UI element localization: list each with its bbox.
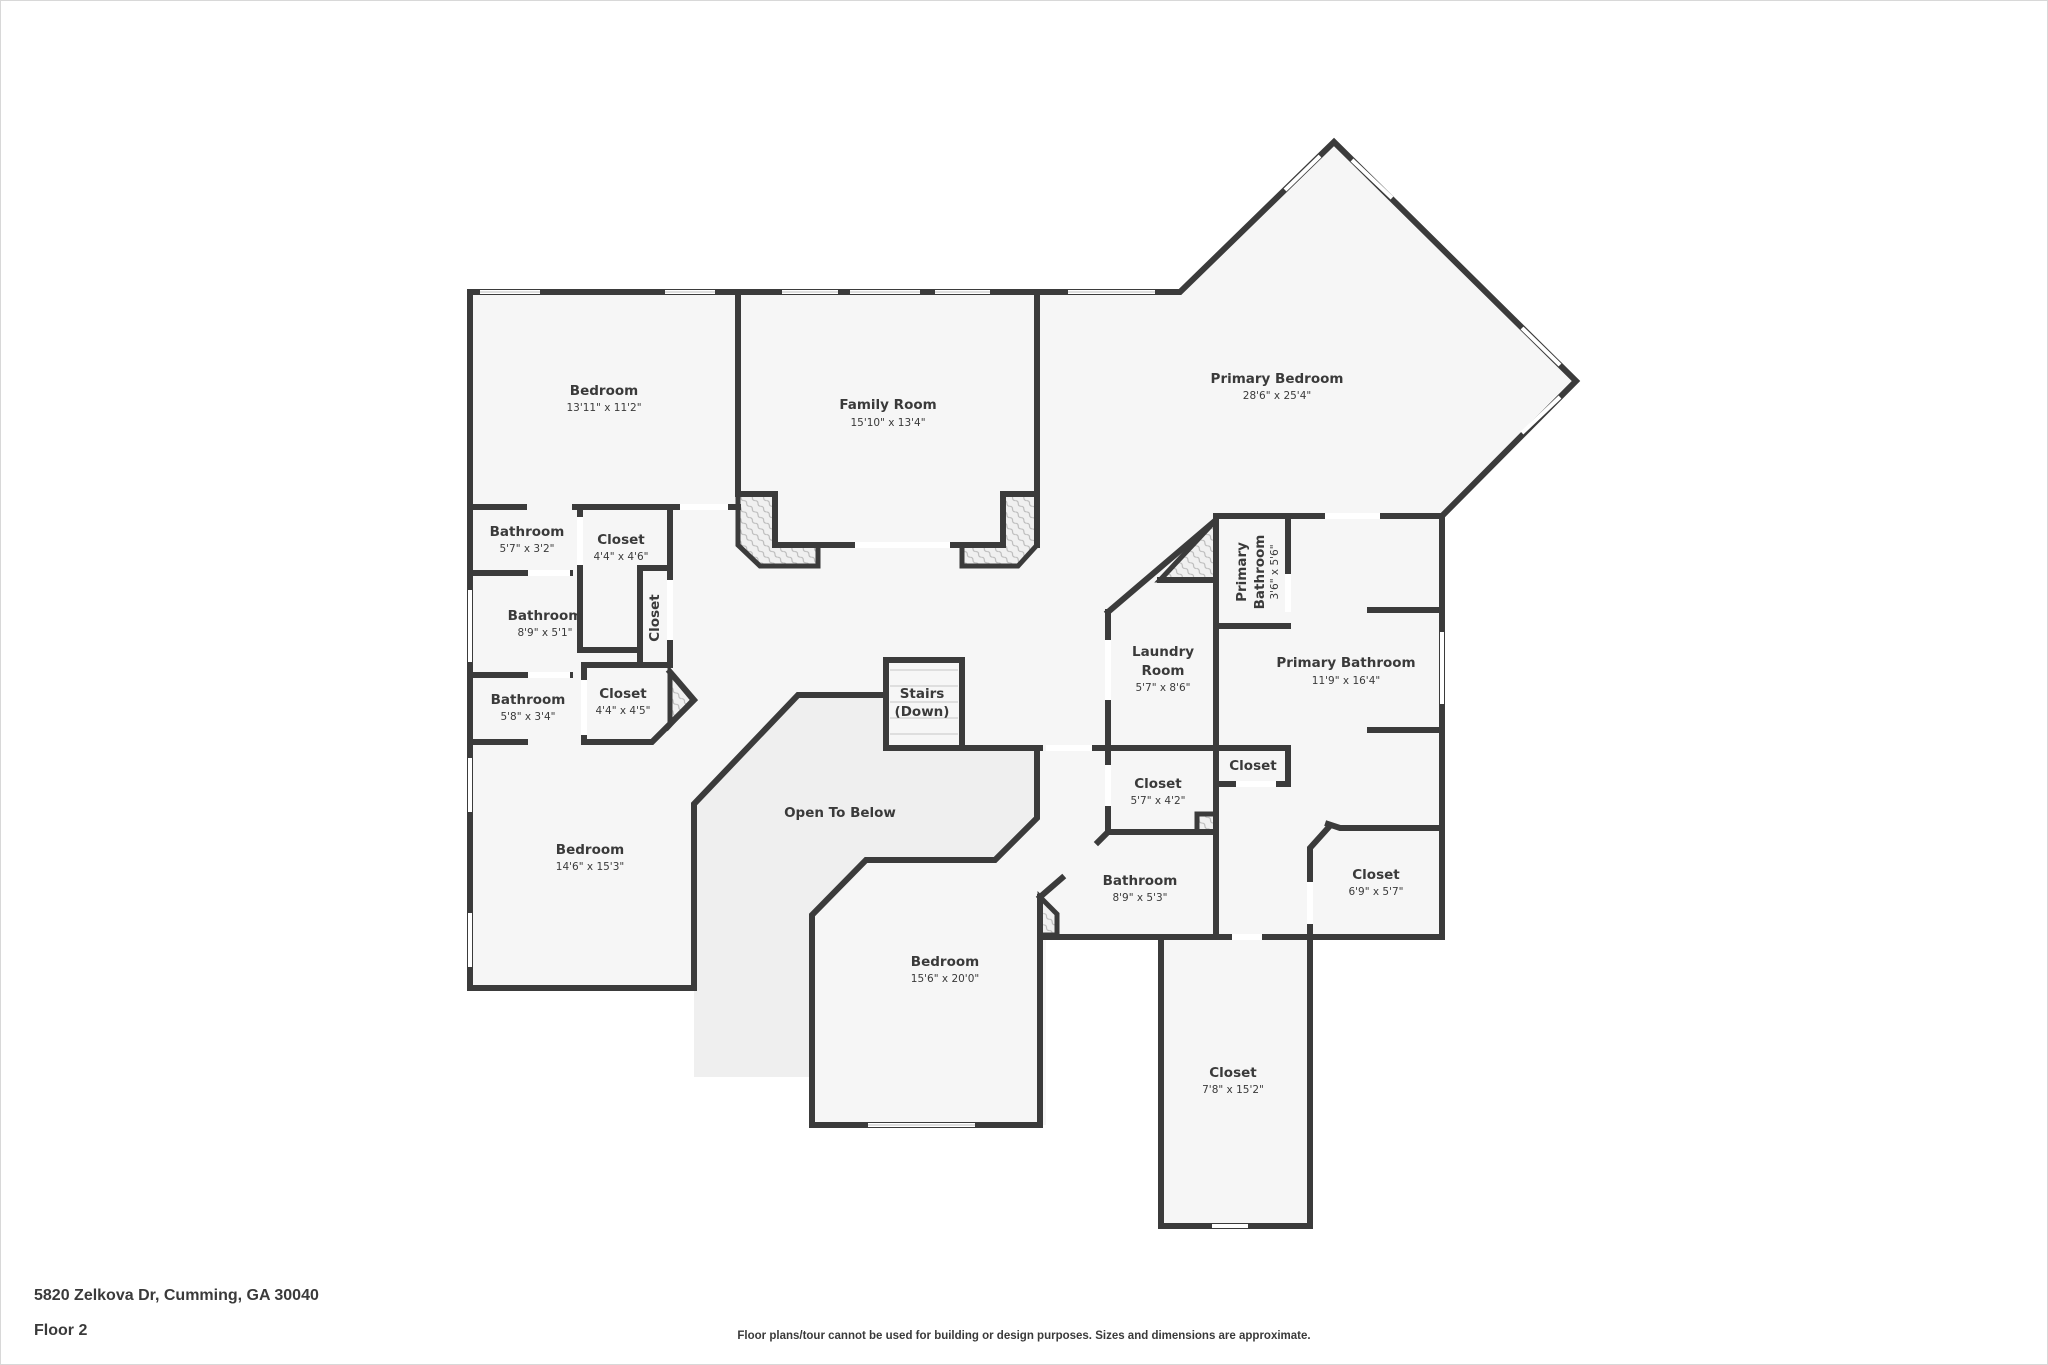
room-dims: 11'9" x 16'4" — [1312, 675, 1380, 687]
room-dims: 4'4" x 4'6" — [593, 551, 648, 563]
floor-label: Floor 2 — [34, 1322, 88, 1339]
room-dims: 5'8" x 3'4" — [500, 711, 555, 723]
room-name: Bedroom — [911, 954, 979, 970]
room-name: Closet — [1229, 758, 1277, 774]
room-bathroom-4: Bathroom 8'9" x 5'3" — [1103, 873, 1178, 904]
room-dims: 4'4" x 4'5" — [595, 705, 650, 717]
room-closet-4: Closet 6'9" x 5'7" — [1348, 867, 1403, 898]
room-name: Open To Below — [784, 805, 896, 821]
property-address: 5820 Zelkova Dr, Cumming, GA 30040 — [34, 1287, 319, 1304]
room-bathroom-1: Bathroom 5'7" x 3'2" — [490, 524, 565, 555]
room-name: Closet — [1209, 1065, 1257, 1081]
room-stairs: Stairs (Down) — [895, 686, 950, 720]
door-openings — [528, 504, 1380, 940]
room-open-to-below: Open To Below — [784, 805, 896, 821]
room-dims: 28'6" x 25'4" — [1243, 390, 1311, 402]
room-name-line2: Room — [1141, 663, 1184, 679]
room-name: Bathroom — [491, 692, 566, 708]
room-name: Closet — [597, 532, 645, 548]
open-to-below-area — [694, 695, 1037, 1077]
room-dims: 7'8" x 15'2" — [1202, 1084, 1264, 1096]
room-closet-vertical: Closet — [647, 594, 663, 642]
room-bathroom-3: Bathroom 5'8" x 3'4" — [491, 692, 566, 723]
room-dims: 8'9" x 5'3" — [1112, 892, 1167, 904]
room-closet-2: Closet 4'4" x 4'5" — [595, 686, 650, 717]
stairs-label-line2: (Down) — [895, 704, 950, 720]
disclaimer-wrap: Floor plans/tour cannot be used for buil… — [0, 1330, 2048, 1342]
room-closet-3: Closet 5'7" x 4'2" — [1130, 776, 1185, 807]
room-bedroom-nw: Bedroom 13'11" x 11'2" — [566, 383, 641, 414]
room-laundry: Laundry Room 5'7" x 8'6" — [1132, 644, 1194, 694]
windows — [468, 154, 1562, 1228]
room-primary-bathroom: Primary Bathroom 11'9" x 16'4" — [1276, 655, 1415, 687]
room-name-line1: Primary — [1234, 542, 1250, 602]
room-name: Bedroom — [570, 383, 638, 399]
stairs-treads — [890, 669, 958, 735]
room-dims: 15'6" x 20'0" — [911, 973, 979, 985]
room-name: Primary Bathroom — [1276, 655, 1415, 671]
disclaimer-text: Floor plans/tour cannot be used for buil… — [737, 1330, 1311, 1342]
room-name: Closet — [599, 686, 647, 702]
room-dims: 5'7" x 8'6" — [1135, 682, 1190, 694]
room-name: Closet — [1134, 776, 1182, 792]
room-name-line2: Bathroom — [1252, 535, 1268, 610]
room-dims: 15'10" x 13'4" — [850, 417, 925, 429]
room-dims: 5'7" x 3'2" — [499, 543, 554, 555]
room-family-room: Family Room 15'10" x 13'4" — [839, 397, 936, 429]
room-closet-1: Closet 4'4" x 4'6" — [593, 532, 648, 563]
room-dims: 13'11" x 11'2" — [566, 402, 641, 414]
room-name: Bathroom — [490, 524, 565, 540]
room-closet-small: Closet — [1229, 758, 1277, 774]
room-name: Bathroom — [1103, 873, 1178, 889]
room-dims: 3'6" x 5'6" — [1269, 544, 1281, 599]
room-bedroom-sw: Bedroom 14'6" x 15'3" — [556, 842, 624, 873]
room-name: Bedroom — [556, 842, 624, 858]
room-closet-walkin: Closet 7'8" x 15'2" — [1202, 1065, 1264, 1096]
walls — [467, 137, 1581, 1229]
room-name: Closet — [1352, 867, 1400, 883]
room-name: Closet — [647, 594, 663, 642]
floor-fills — [470, 142, 1576, 1226]
room-dims: 14'6" x 15'3" — [556, 861, 624, 873]
room-name-line1: Laundry — [1132, 644, 1194, 660]
stairs-label-line1: Stairs — [900, 686, 945, 702]
room-name: Bathroom — [508, 608, 583, 624]
room-bathroom-2: Bathroom 8'9" x 5'1" — [508, 608, 583, 639]
room-primary-bedroom: Primary Bedroom 28'6" x 25'4" — [1211, 371, 1344, 402]
room-dims: 6'9" x 5'7" — [1348, 886, 1403, 898]
room-primary-bathroom-small: Primary Bathroom 3'6" x 5'6" — [1234, 535, 1281, 610]
room-dims: 8'9" x 5'1" — [517, 627, 572, 639]
room-bedroom-s: Bedroom 15'6" x 20'0" — [911, 954, 979, 985]
room-name: Family Room — [839, 397, 936, 413]
room-name: Primary Bedroom — [1211, 371, 1344, 387]
room-dims: 5'7" x 4'2" — [1130, 795, 1185, 807]
